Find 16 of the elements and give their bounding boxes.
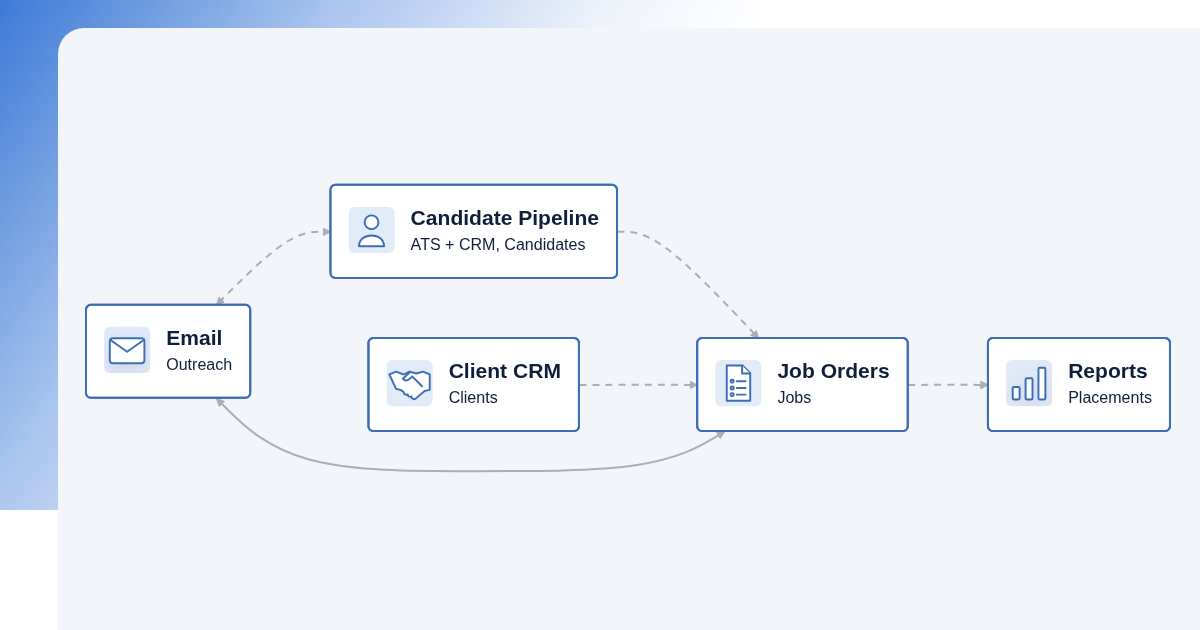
process-box: [986, 337, 1171, 433]
node-subtitle: Outreach: [166, 356, 233, 374]
node-title: Candidate Pipeline: [410, 205, 599, 229]
process-box: [329, 183, 618, 279]
node-subtitle: Placements: [1068, 389, 1152, 407]
arrow: [215, 398, 726, 473]
process-box: [85, 303, 252, 399]
process-box: [696, 337, 909, 433]
node-title: Reports: [1068, 359, 1148, 383]
process-box: [367, 337, 580, 433]
node-subtitle: ATS + CRM, Candidates: [410, 236, 586, 254]
node-title: Client CRM: [448, 359, 561, 383]
node-subtitle: Clients: [448, 389, 498, 407]
node-title: Email: [166, 325, 223, 349]
node-title: Job Orders: [777, 359, 890, 383]
node-subtitle: Jobs: [777, 389, 812, 407]
